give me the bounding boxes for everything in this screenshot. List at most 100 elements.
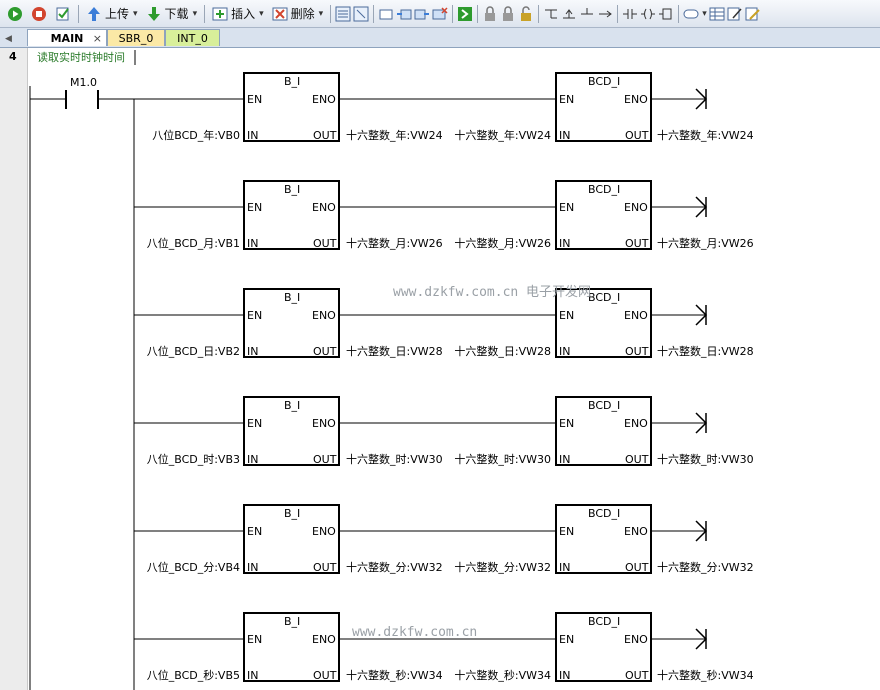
tab-main[interactable]: MAIN × xyxy=(27,29,107,46)
in-pin-label: IN xyxy=(247,129,258,142)
lock-network-icon[interactable] xyxy=(500,5,516,22)
out-operand[interactable]: 十六整数_日:VW28 xyxy=(657,344,754,358)
contact-icon[interactable] xyxy=(622,6,638,22)
run-button[interactable] xyxy=(4,3,26,25)
compile-icon xyxy=(56,7,69,20)
in-operand[interactable]: 十六整数_日:VW28 xyxy=(454,344,551,358)
in-operand[interactable]: 十六整数_月:VW26 xyxy=(454,236,551,250)
in-operand[interactable]: 八位_BCD_日:VB2 xyxy=(147,344,240,358)
b-i-block[interactable] xyxy=(243,396,340,466)
block-title: B_I xyxy=(284,183,300,196)
block-title: BCD_I xyxy=(588,183,620,196)
out-operand[interactable]: 十六整数_分:VW32 xyxy=(657,560,754,574)
download-button[interactable]: 下载 ▾ xyxy=(143,3,201,25)
tab-scroll-left-icon[interactable]: ◀ xyxy=(5,34,12,44)
eno-pin-label: ENO xyxy=(312,525,336,538)
toolbar-separator xyxy=(538,4,540,23)
box-icon[interactable] xyxy=(378,6,394,22)
tab-main-label: MAIN xyxy=(50,32,84,45)
toolbar-separator xyxy=(204,4,206,23)
b-i-block[interactable] xyxy=(243,72,340,142)
out-operand[interactable]: 十六整数_日:VW28 xyxy=(346,344,443,358)
line-up-icon[interactable] xyxy=(579,6,595,22)
line-right-icon[interactable] xyxy=(597,6,613,22)
b-i-block[interactable] xyxy=(243,504,340,574)
out-operand[interactable]: 十六整数_年:VW24 xyxy=(346,128,443,142)
in-operand[interactable]: 八位_BCD_分:VB4 xyxy=(147,560,240,574)
out-operand[interactable]: 十六整数_秒:VW34 xyxy=(657,668,754,682)
branch-up-icon[interactable] xyxy=(561,6,577,22)
out-operand[interactable]: 十六整数_时:VW30 xyxy=(346,452,443,466)
insert-label: 插入 xyxy=(231,7,256,21)
tab-sbr0[interactable]: SBR_0 xyxy=(107,29,165,46)
block-title: BCD_I xyxy=(588,399,620,412)
bcd-i-block[interactable] xyxy=(555,396,652,466)
en-pin-label: EN xyxy=(247,633,262,646)
in-pin-label: IN xyxy=(559,561,570,574)
in-operand[interactable]: 十六整数_年:VW24 xyxy=(454,128,551,142)
in-operand[interactable]: 八位BCD_年:VB0 xyxy=(152,128,240,142)
out-pin-label: OUT xyxy=(625,453,649,466)
out-operand[interactable]: 十六整数_月:VW26 xyxy=(346,236,443,250)
box-instruction-icon[interactable] xyxy=(658,6,674,22)
toolbar-separator xyxy=(617,4,619,23)
in-operand[interactable]: 八位_BCD_秒:VB5 xyxy=(147,668,240,682)
edit-pencil-icon[interactable] xyxy=(745,6,761,22)
box-left-icon[interactable] xyxy=(396,6,412,22)
bcd-i-block[interactable] xyxy=(555,612,652,682)
in-pin-label: IN xyxy=(247,669,258,682)
b-i-block[interactable] xyxy=(243,180,340,250)
compile-button[interactable] xyxy=(52,3,74,25)
en-pin-label: EN xyxy=(559,417,574,430)
out-operand[interactable]: 十六整数_月:VW26 xyxy=(657,236,754,250)
out-pin-label: OUT xyxy=(313,669,337,682)
coil-icon[interactable] xyxy=(640,6,656,22)
toolbar-separator xyxy=(452,4,454,23)
upload-label: 上传 xyxy=(105,7,130,21)
symbol-table-icon[interactable] xyxy=(709,6,725,22)
comment-icon[interactable] xyxy=(683,6,699,22)
dropdown-arrow-icon[interactable]: ▾ xyxy=(133,8,138,19)
dropdown-arrow-icon[interactable]: ▾ xyxy=(318,8,324,19)
dropdown-arrow-icon[interactable]: ▾ xyxy=(192,8,198,19)
b-i-block[interactable] xyxy=(243,288,340,358)
out-operand[interactable]: 十六整数_分:VW32 xyxy=(346,560,443,574)
dropdown-arrow-icon[interactable]: ▾ xyxy=(702,8,707,19)
network-insert-icon[interactable] xyxy=(335,6,351,22)
in-operand[interactable]: 十六整数_秒:VW34 xyxy=(454,668,551,682)
stop-button[interactable] xyxy=(28,3,50,25)
upload-button[interactable]: 上传 ▾ xyxy=(83,3,141,25)
eno-pin-label: ENO xyxy=(312,633,336,646)
eno-pin-label: ENO xyxy=(624,93,648,106)
bcd-i-block[interactable] xyxy=(555,288,652,358)
in-operand[interactable]: 十六整数_分:VW32 xyxy=(454,560,551,574)
dropdown-arrow-icon[interactable]: ▾ xyxy=(259,8,264,19)
in-operand[interactable]: 八位_BCD_月:VB1 xyxy=(147,236,240,250)
in-operand[interactable]: 十六整数_时:VW30 xyxy=(454,452,551,466)
bcd-i-block[interactable] xyxy=(555,180,652,250)
delete-button[interactable]: 删除 ▾ xyxy=(269,3,327,25)
out-operand[interactable]: 十六整数_秒:VW34 xyxy=(346,668,443,682)
eno-pin-label: ENO xyxy=(312,417,336,430)
tab-close-icon[interactable]: × xyxy=(92,32,102,45)
branch-down-icon[interactable] xyxy=(543,6,559,22)
box-right-icon[interactable] xyxy=(414,6,430,22)
block-title: BCD_I xyxy=(588,291,620,304)
network-delete-icon[interactable] xyxy=(353,6,369,22)
lock-icon[interactable] xyxy=(482,5,498,22)
unlock-icon[interactable] xyxy=(518,5,534,22)
in-pin-label: IN xyxy=(247,345,258,358)
bcd-i-block[interactable] xyxy=(555,504,652,574)
out-operand[interactable]: 十六整数_时:VW30 xyxy=(657,452,754,466)
b-i-block[interactable] xyxy=(243,612,340,682)
bcd-i-block[interactable] xyxy=(555,72,652,142)
run-icon xyxy=(8,6,22,21)
box-delete-icon[interactable] xyxy=(432,6,448,22)
goto-icon[interactable] xyxy=(457,6,473,22)
out-operand[interactable]: 十六整数_年:VW24 xyxy=(657,128,754,142)
tab-int0[interactable]: INT_0 xyxy=(165,29,220,46)
insert-button[interactable]: 插入 ▾ xyxy=(209,3,267,25)
in-operand[interactable]: 八位_BCD_时:VB3 xyxy=(147,452,240,466)
edit-icon[interactable] xyxy=(727,6,743,22)
